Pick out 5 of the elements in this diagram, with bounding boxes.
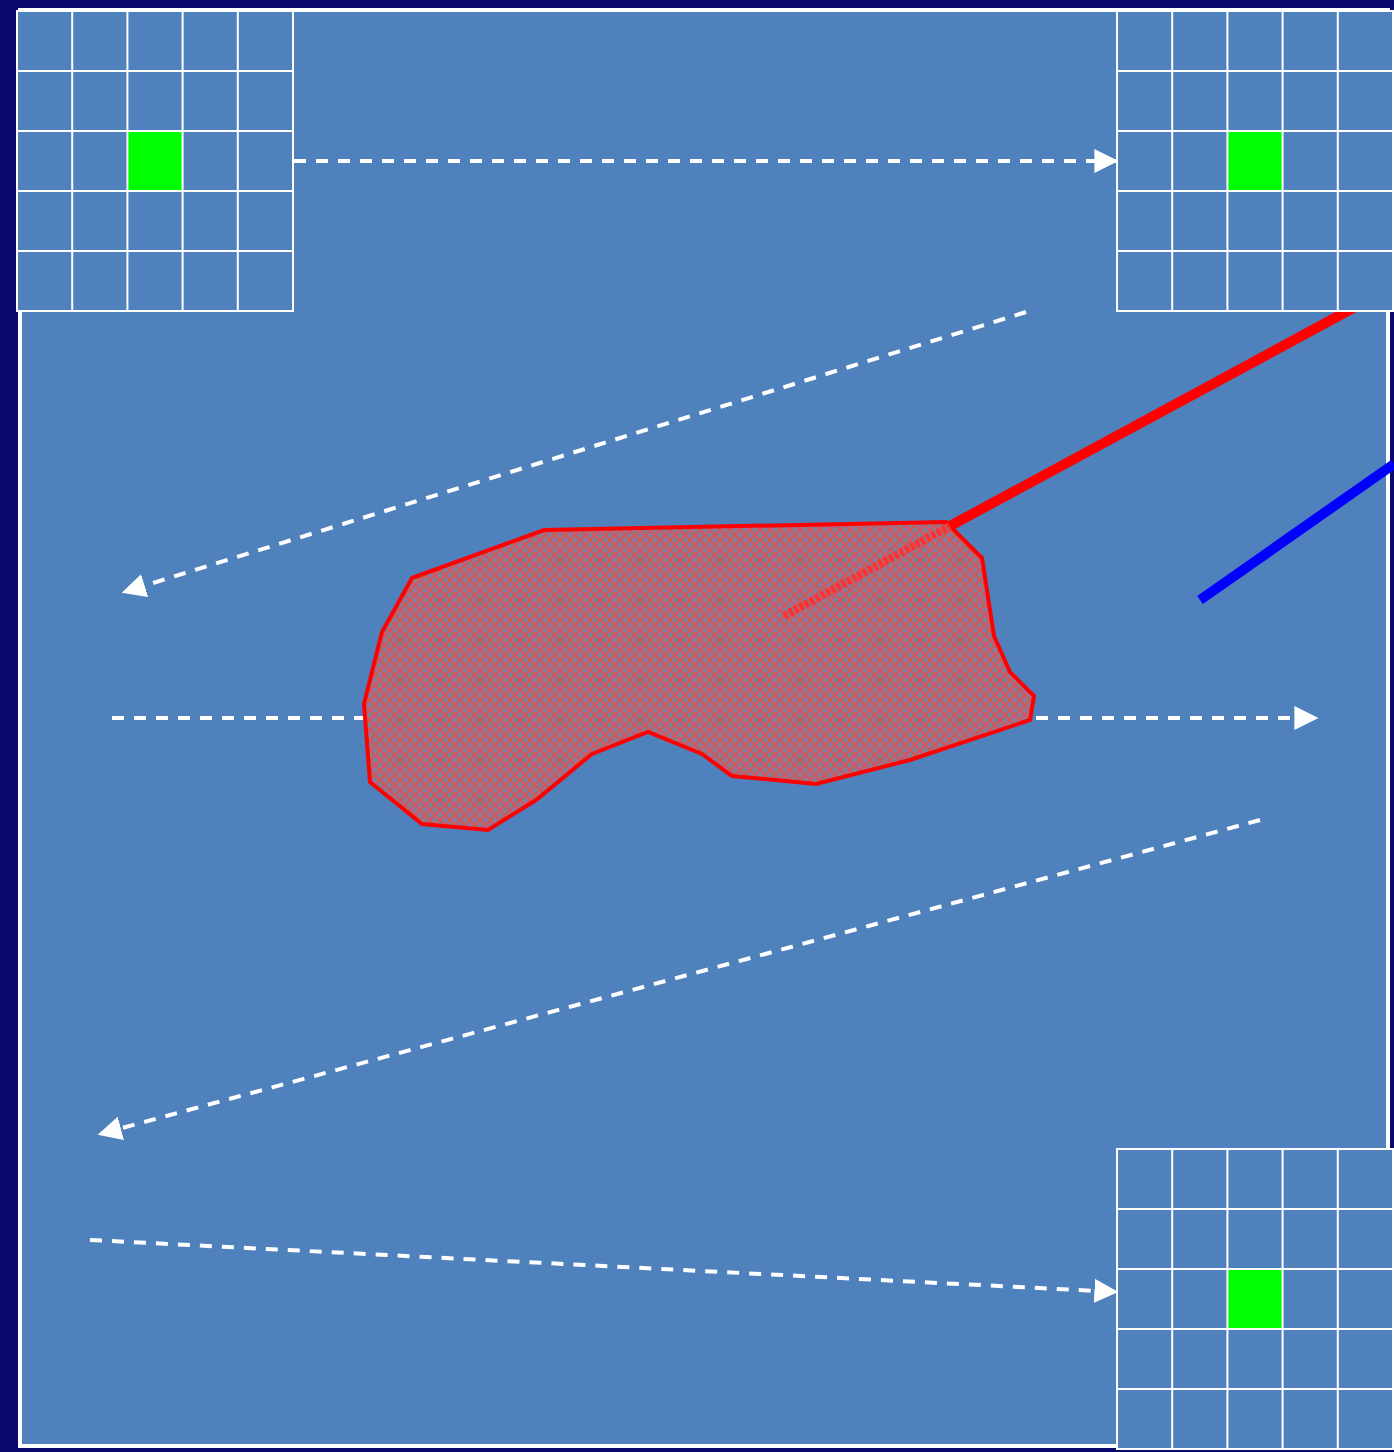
arrow (294, 149, 1119, 173)
pixel-grid (1116, 1148, 1394, 1450)
pixel-grid (1116, 10, 1394, 312)
arrow (89, 1238, 1119, 1303)
pixel-grid (16, 10, 294, 312)
